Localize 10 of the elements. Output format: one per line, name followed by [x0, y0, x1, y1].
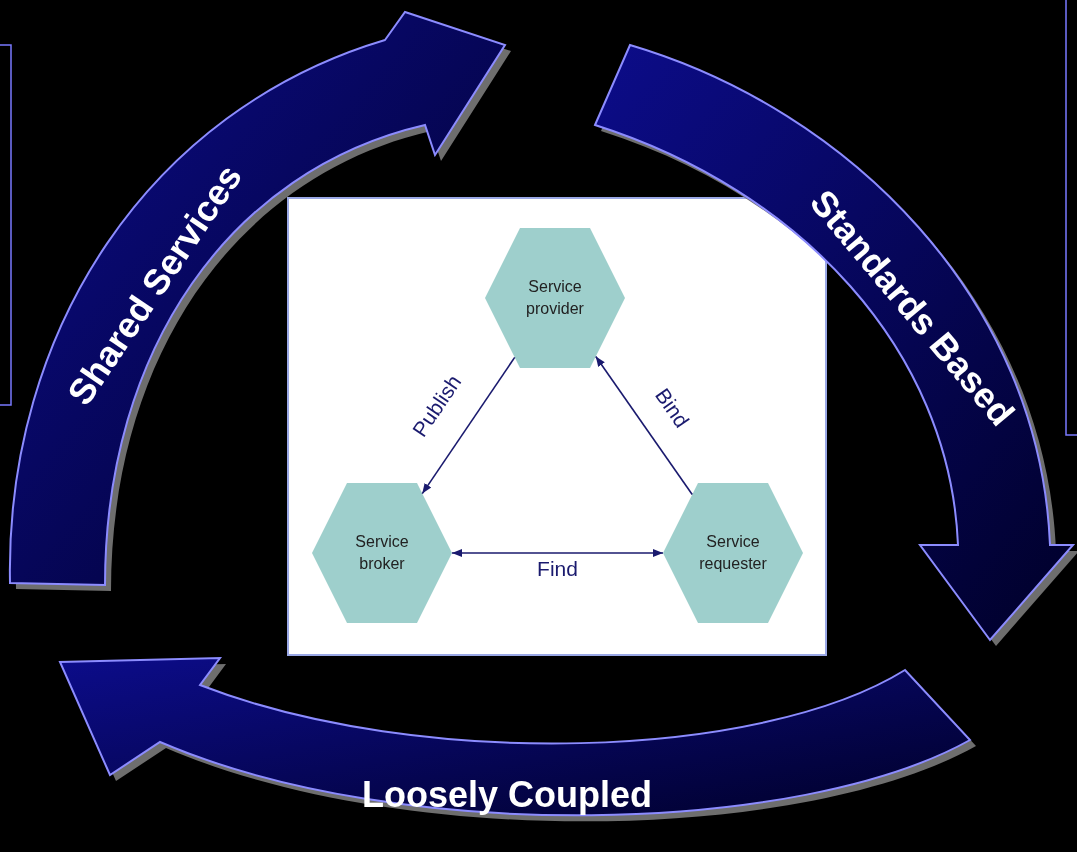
hexagon-node: [485, 228, 625, 368]
hexagon-node: [312, 483, 452, 623]
arrow: [421, 356, 516, 495]
node-label: Service broker: [354, 532, 410, 574]
arrow: [595, 355, 693, 496]
band-label: Loosely Coupled: [362, 774, 652, 816]
hexagon-node: [663, 483, 803, 623]
arrow: [451, 549, 664, 557]
node-label: Service requester: [698, 532, 768, 574]
node-label: Service provider: [525, 277, 585, 319]
